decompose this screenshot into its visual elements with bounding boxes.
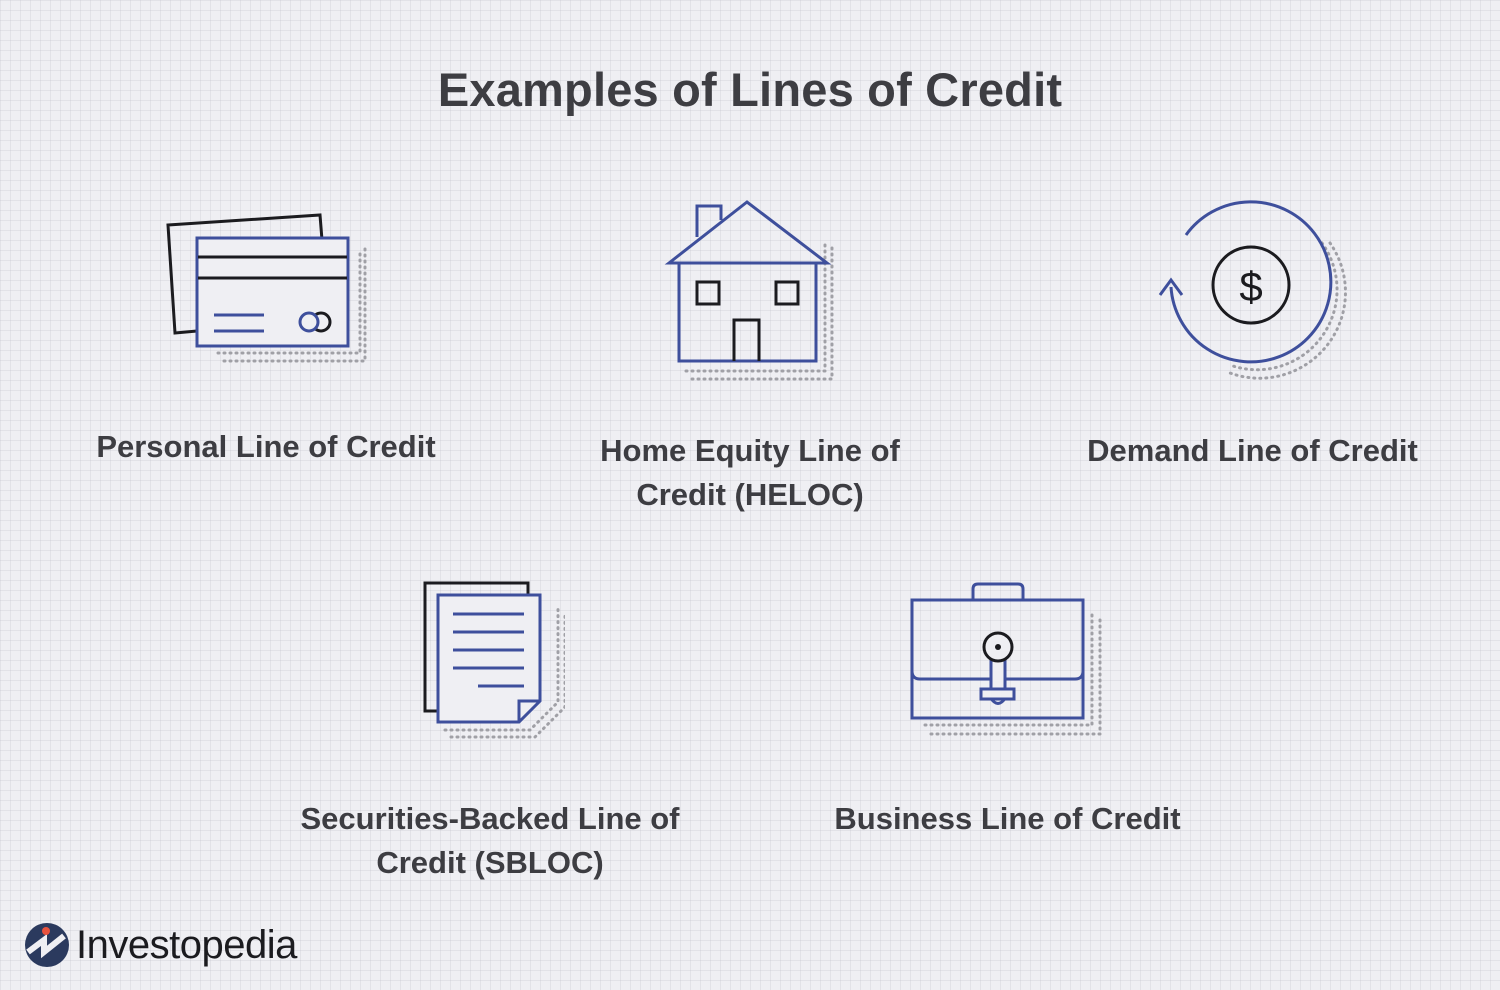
label-demand-line-of-credit: Demand Line of Credit: [1087, 433, 1418, 468]
page-title: Examples of Lines of Credit: [437, 63, 1063, 116]
label-heloc-line1: Home Equity Line of: [600, 433, 900, 468]
label-heloc-line2: Credit (HELOC): [636, 477, 864, 512]
investopedia-logo-text: Investopedia: [76, 922, 297, 967]
circular-dollar-icon: $: [1158, 200, 1347, 380]
documents-icon: [423, 581, 565, 739]
label-sbloc-line2: Credit (SBLOC): [376, 845, 604, 880]
investopedia-logo: Investopedia: [24, 922, 297, 968]
label-sbloc: Securities-Backed Line of Credit (SBLOC): [270, 797, 710, 885]
dollar-sign: $: [1239, 263, 1262, 310]
label-personal-line-of-credit: Personal Line of Credit: [96, 429, 436, 464]
label-business-line-of-credit: Business Line of Credit: [834, 801, 1181, 836]
label-sbloc-line1: Securities-Backed Line of: [300, 801, 680, 836]
investopedia-logo-icon: [25, 923, 69, 967]
credit-cards-icon: [166, 213, 367, 363]
label-heloc: Home Equity Line of Credit (HELOC): [550, 429, 950, 517]
briefcase-icon: [910, 582, 1102, 736]
house-icon: [664, 200, 834, 381]
